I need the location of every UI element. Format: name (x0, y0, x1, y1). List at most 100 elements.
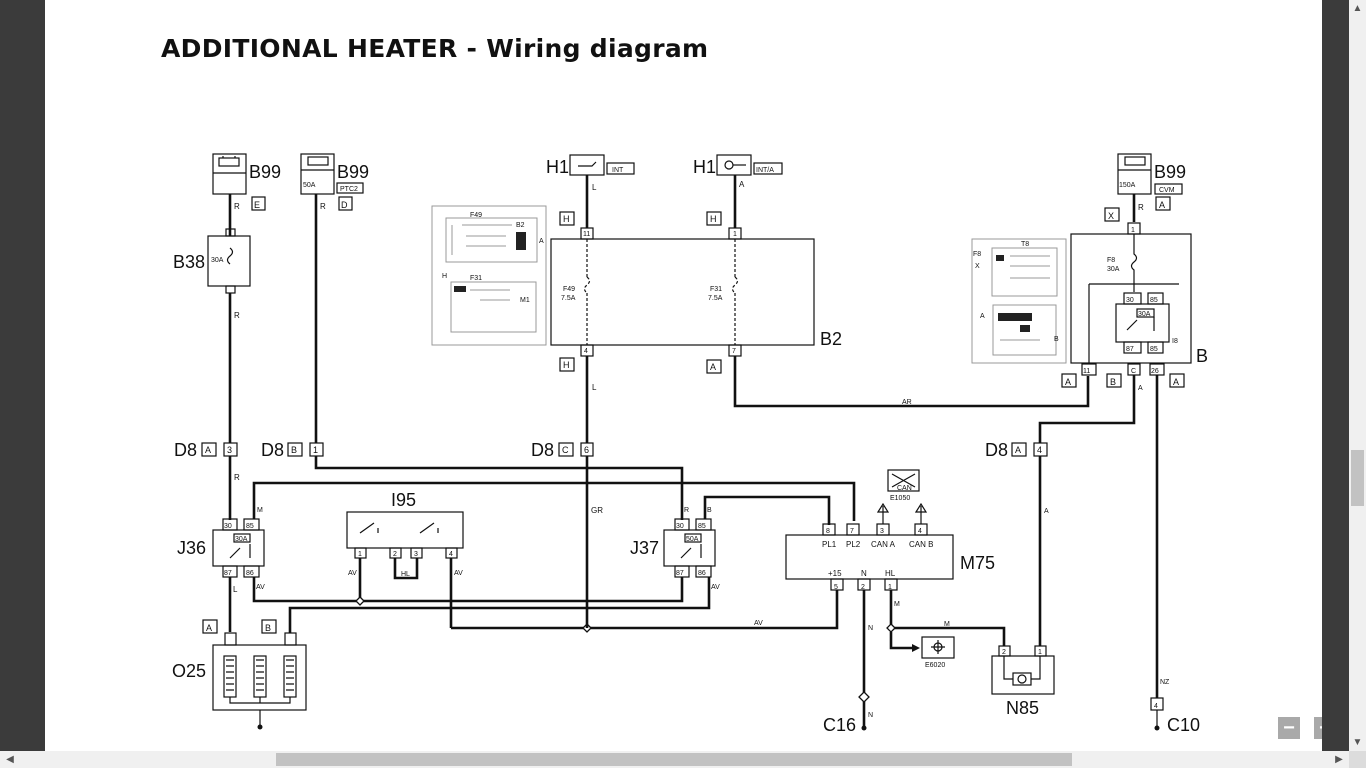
inset-conn-a: A (539, 238, 544, 245)
scroll-up-icon[interactable]: ▲ (1352, 3, 1363, 14)
conn-a: A (710, 362, 716, 372)
wire-label: N (868, 625, 873, 632)
h1-int-switch (569, 154, 605, 176)
j36-relay (212, 518, 265, 578)
m75-pin-can-a: CAN A (871, 540, 896, 549)
b99-mid-label: B99 (337, 162, 369, 182)
conn-a: A (1173, 377, 1179, 387)
b99-left-battery (212, 153, 247, 195)
inset-conn-a: A (980, 313, 985, 320)
b-right-label: B (1196, 346, 1208, 366)
b99-ptc2-fuse (300, 153, 335, 195)
wire-label: R (684, 507, 689, 514)
wire-label: AV (256, 584, 265, 591)
m75-pin-can-b: CAN B (909, 540, 933, 549)
tag-ptc2: PTC2 (340, 186, 358, 193)
conn-b: B (265, 623, 271, 633)
b38-label: B38 (173, 252, 205, 272)
scroll-down-icon[interactable]: ▼ (1352, 737, 1363, 748)
conn-h: H (563, 360, 570, 370)
e6020-icon (921, 636, 955, 659)
wire-label: R (1138, 203, 1144, 212)
conn-e: E (254, 200, 260, 210)
m75-pin-pl1: PL1 (822, 540, 837, 549)
wire-label: GR (591, 506, 603, 515)
e1050-label: E1050 (890, 495, 910, 502)
pin: 30 (224, 523, 232, 530)
pin: 30 (1126, 297, 1134, 304)
page-title: ADDITIONAL HEATER - Wiring diagram (161, 34, 709, 63)
conn-a: A (205, 445, 211, 455)
horizontal-scrollbar[interactable]: ◀ ▶ (0, 751, 1349, 768)
m75-pin-plus15: +15 (828, 569, 842, 578)
h1-inta-key-switch (716, 154, 752, 176)
zoom-out-button[interactable]: − (1277, 716, 1301, 740)
wire-label: A (1138, 385, 1143, 392)
c10-label: C10 (1167, 715, 1200, 735)
wire-label: N (868, 712, 873, 719)
pin: 3 (227, 445, 232, 455)
pin: 5 (834, 584, 838, 591)
relay-i8: I8 (1172, 338, 1178, 345)
pin: 6 (584, 445, 589, 455)
document-page: ADDITIONAL HEATER - Wiring diagram B99 E… (45, 0, 1322, 751)
fuse-f49: F49 (563, 286, 575, 293)
wire-label: M (894, 601, 900, 608)
inset-t8: T8 (1021, 241, 1029, 248)
pin: 3 (880, 528, 884, 535)
pin: 1 (358, 551, 362, 558)
o25-heater (212, 632, 307, 730)
pin: 11 (1083, 368, 1090, 375)
scroll-left-icon[interactable]: ◀ (6, 754, 14, 765)
pin: 86 (698, 570, 706, 577)
inset-f31: F31 (470, 275, 482, 282)
e1050-can-icon (887, 469, 920, 492)
b2-location-inset (431, 205, 547, 346)
conn-a: A (1065, 377, 1071, 387)
pin: 87 (676, 570, 684, 577)
pin: 4 (1154, 703, 1158, 710)
d8-b-label: D8 (261, 440, 284, 460)
pin: 85 (698, 523, 706, 530)
inset-m1: M1 (520, 297, 530, 304)
zoom-in-button[interactable]: + (1313, 716, 1322, 740)
conn-c: C (1131, 368, 1136, 375)
t8-location-inset (971, 238, 1067, 364)
pin: 8 (826, 528, 830, 535)
vertical-scrollbar[interactable]: ▲ ▼ (1349, 0, 1366, 751)
m75-pin-hl: HL (885, 569, 896, 578)
b-fuse-relay-box (1070, 222, 1192, 376)
pin: 11 (583, 231, 590, 238)
b99-right-label: B99 (1154, 162, 1186, 182)
m75-label: M75 (960, 553, 995, 573)
wire-label: M (944, 621, 950, 628)
vertical-scroll-thumb[interactable] (1351, 450, 1364, 506)
horizontal-scroll-thumb[interactable] (276, 753, 1072, 766)
pin: 86 (246, 570, 254, 577)
h1-right-label: H1 (693, 157, 716, 177)
rating: 50A (686, 536, 699, 543)
pin: 7 (732, 348, 736, 355)
n85-label: N85 (1006, 698, 1039, 718)
pin: 30 (676, 523, 684, 530)
wire-label: R (234, 473, 240, 482)
inset-b2: B2 (516, 222, 525, 229)
pin: 1 (313, 445, 318, 455)
b38-fuse-box (207, 228, 251, 294)
scroll-right-icon[interactable]: ▶ (1335, 754, 1343, 765)
inset-f49: F49 (470, 212, 482, 219)
scrollbar-corner (1349, 751, 1366, 768)
n85-fan-motor (991, 645, 1055, 695)
pin: 1 (1038, 649, 1042, 656)
wire-label: R (234, 311, 240, 320)
m75-pin-pl2: PL2 (846, 540, 861, 549)
pin: 87 (224, 570, 232, 577)
conn-h: H (563, 214, 570, 224)
d8-a-left-label: D8 (174, 440, 197, 460)
wiring-diagram: B99 E R 30A B38 R D8 A 3 R 30 85 (172, 153, 1208, 735)
rating: 150A (1119, 182, 1136, 189)
pin: 7 (850, 528, 854, 535)
conn-d: D (341, 200, 348, 210)
pin: 4 (1037, 445, 1042, 455)
tag-cvm: CVM (1159, 187, 1175, 194)
